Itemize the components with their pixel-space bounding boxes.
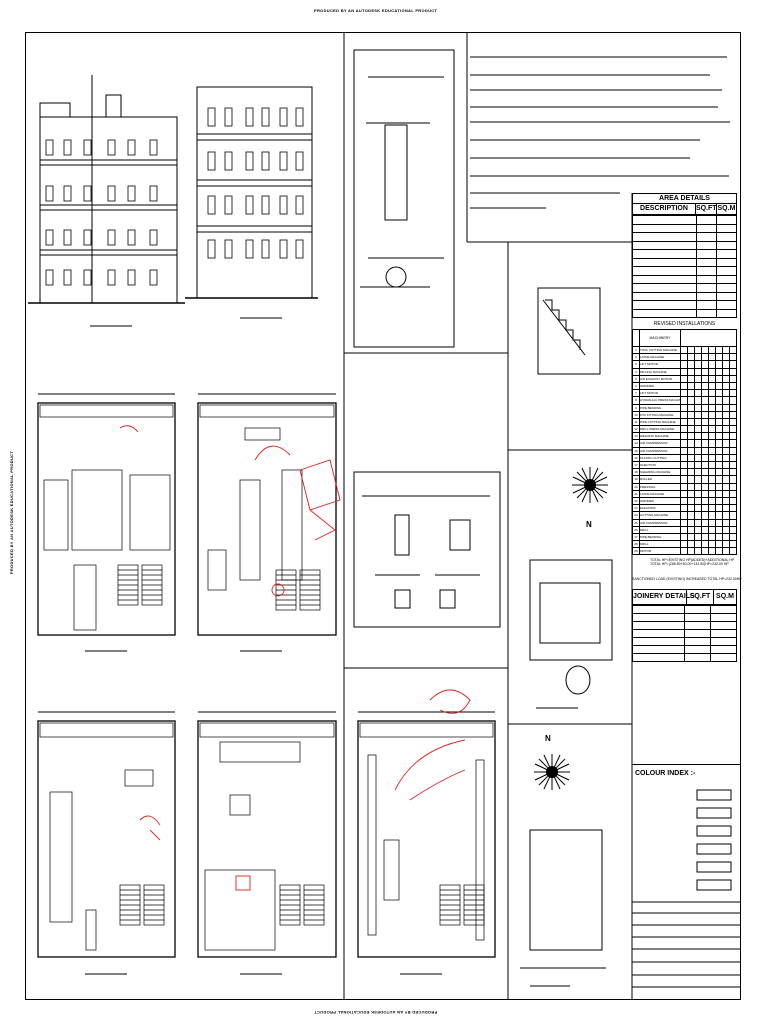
north-label-2: N (545, 734, 551, 743)
joinery-title: JOINERY DETAILS (633, 590, 695, 604)
col-machinery: MACHINERY (640, 330, 681, 346)
joinery-grid (632, 605, 738, 662)
watermark-top: PRODUCED BY AN AUTODESK EDUCATIONAL PROD… (314, 8, 438, 13)
north-label-1: N (586, 520, 592, 529)
area-col-description: DESCRIPTION (633, 204, 696, 214)
joinery-details-panel: JOINERY DETAILS SQ.FT SQ.M (632, 589, 738, 662)
joinery-col-sqft: SQ.FT (687, 590, 714, 604)
total-line-1: TOTAL HP=EXISTING HP(ADDED)+ADDITIONAL H… (650, 558, 735, 563)
revised-installations-title: REVISED INSTALLATIONS (653, 321, 716, 327)
side-elevation-2 (185, 86, 318, 319)
north-arrow-icon (572, 467, 608, 503)
sheet-border (25, 32, 741, 1000)
area-details-grid (632, 215, 738, 318)
colour-index-divider (632, 764, 740, 765)
colour-index-title: COLOUR INDEX :- (635, 770, 696, 777)
area-col-sqft: SQ.FT (695, 204, 717, 214)
red-markup (119, 425, 471, 891)
sanction-note: SANCTIONED LOAD (EXISTING) INCREASED TOT… (632, 577, 742, 582)
area-col-sqm: SQ.M (717, 205, 736, 212)
total-line-2: TOTAL HP=(285.89+50.00+132.50)HP=232.00 … (650, 562, 729, 567)
area-details-panel: AREA DETAILS DESCRIPTION SQ.FT SQ.M (632, 193, 738, 318)
north-arrow-icon-2 (534, 754, 570, 790)
joinery-col-sqm: SQ.M (716, 593, 734, 600)
area-details-title: AREA DETAILS (632, 193, 737, 204)
front-elevation-1 (28, 75, 185, 327)
